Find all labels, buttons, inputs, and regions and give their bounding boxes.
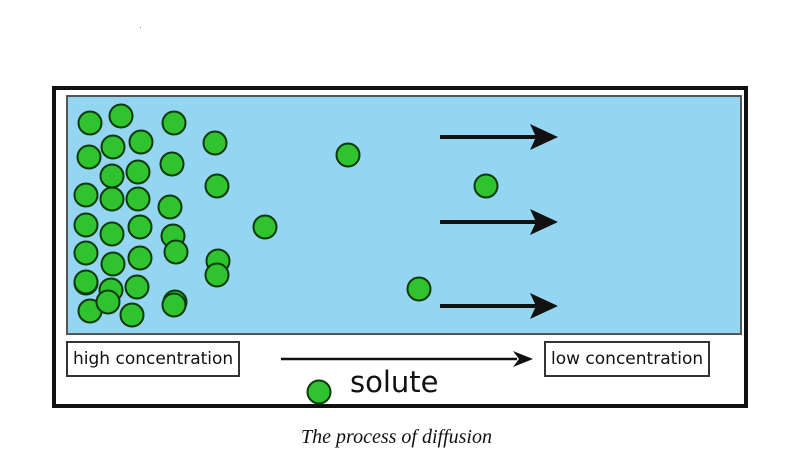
solute-particle	[159, 151, 185, 177]
solute-particle	[335, 142, 361, 168]
solute-particle	[127, 214, 153, 240]
solute-particle	[128, 129, 154, 155]
solute-particle	[73, 269, 99, 295]
solute-particle	[161, 110, 187, 136]
gradient-arrow-head	[513, 351, 533, 367]
solute-legend-icon	[306, 379, 332, 405]
solute-particle	[202, 130, 228, 156]
solute-particle	[119, 302, 145, 328]
water-container	[66, 95, 742, 335]
high-concentration-label: high concentration	[66, 341, 241, 377]
figure-caption: The process of diffusion	[301, 426, 492, 448]
solute-particle	[99, 186, 125, 212]
solute-particle	[73, 240, 99, 266]
diffusion-direction-arrow	[440, 293, 558, 319]
diffusion-direction-arrow	[440, 209, 558, 235]
solute-particle	[99, 163, 125, 189]
solute-particle	[124, 274, 150, 300]
solute-particle	[99, 221, 125, 247]
solute-particle	[204, 262, 230, 288]
tank-drawing	[73, 103, 558, 328]
solute-particle	[76, 144, 102, 170]
solute-particle	[95, 289, 121, 315]
solute-particle	[77, 110, 103, 136]
solute-particle	[108, 103, 134, 129]
stray-mark	[140, 27, 141, 28]
solute-particle	[100, 134, 126, 160]
solute-particle	[125, 186, 151, 212]
solute-particle	[204, 173, 230, 199]
solute-particle	[163, 239, 189, 265]
solute-particle	[73, 182, 99, 208]
low-concentration-label: low concentration	[544, 341, 711, 377]
solute-particle	[473, 173, 499, 199]
solute-particle	[125, 159, 151, 185]
solute-particle	[161, 292, 187, 318]
solute-particle	[252, 214, 278, 240]
solute-particle	[406, 276, 432, 302]
concentration-gradient-arrow	[281, 351, 533, 367]
solute-particle	[157, 194, 183, 220]
solute-particle	[100, 251, 126, 277]
solute-particle	[73, 212, 99, 238]
solute-particle	[127, 245, 153, 271]
diffusion-direction-arrow	[440, 124, 558, 150]
solute-legend-label: solute	[350, 365, 439, 399]
diffusion-diagram: high concentration low concentration sol…	[52, 86, 748, 408]
